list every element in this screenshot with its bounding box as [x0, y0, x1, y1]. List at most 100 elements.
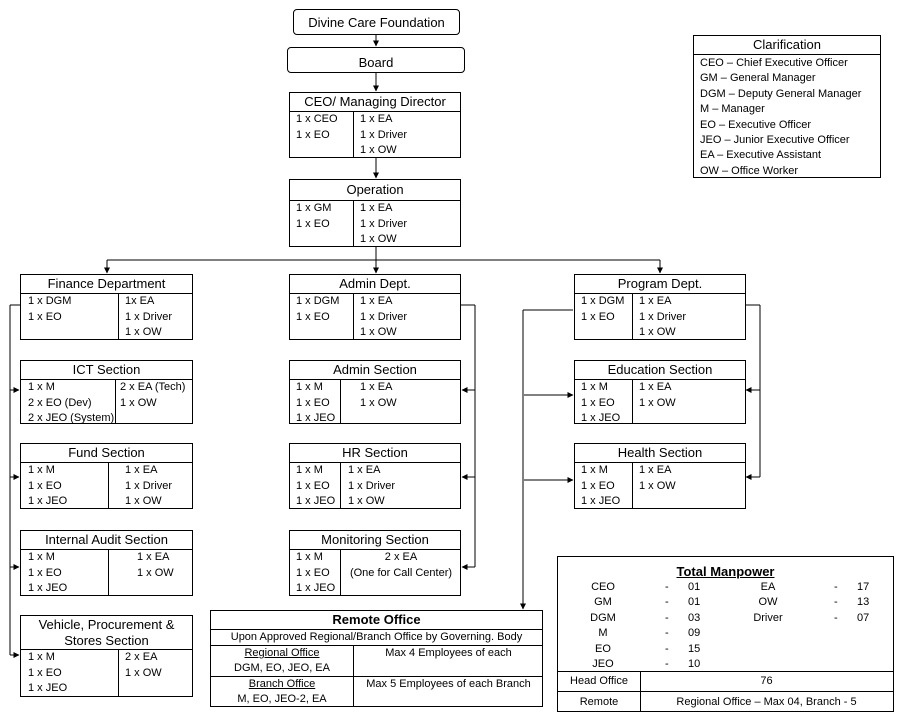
- staff-item: 1 x JEO: [28, 582, 68, 594]
- remote-label: Remote: [579, 696, 619, 708]
- total-value: 15: [688, 642, 701, 655]
- total-value: 03: [688, 611, 701, 624]
- clarification-item: CEO – Chief Executive Officer: [700, 57, 848, 69]
- branch-office-desc: Max 5 Employees of each Branch: [366, 678, 531, 690]
- staff-item: 1 x EA: [348, 464, 381, 476]
- staff-item: 2 x EA: [384, 551, 418, 563]
- staff-item: 1x EA: [125, 295, 155, 307]
- staff-item: 1 x EA: [639, 381, 672, 393]
- hr-title: HR Section: [290, 444, 460, 463]
- staff-item: 1 x EO: [296, 128, 330, 141]
- total-value: 17: [857, 581, 870, 593]
- program-title: Program Dept.: [575, 275, 745, 294]
- staff-item: 1 x OW: [639, 479, 676, 492]
- total-dash: -: [834, 611, 838, 624]
- branch-office-roles: M, EO, JEO-2, EA: [237, 693, 327, 705]
- total-value: 13: [857, 596, 870, 609]
- staff-item: 1 x EO: [296, 479, 330, 492]
- fund-title: Fund Section: [21, 444, 192, 463]
- total-value: 10: [688, 658, 701, 671]
- total-value: 01: [688, 581, 701, 593]
- total-key: CEO: [591, 581, 615, 593]
- regional-office-desc: Max 4 Employees of each: [385, 647, 512, 659]
- remote-title: Remote Office: [211, 611, 542, 630]
- staff-item: 1 x EA: [125, 464, 158, 476]
- total-dash: -: [665, 611, 669, 624]
- staff-item: 1 x EO: [28, 566, 62, 579]
- staff-item: 1 x OW: [348, 495, 385, 507]
- staff-item: 1 x EA: [360, 202, 393, 214]
- staff-item: 1 x JEO: [28, 682, 68, 694]
- monitoring-title: Monitoring Section: [290, 531, 460, 550]
- staff-item: 1 x M: [296, 551, 323, 563]
- org-title: Divine Care Foundation: [308, 15, 445, 30]
- board-label: Board: [358, 55, 394, 70]
- ceo-title: CEO/ Managing Director: [290, 93, 460, 112]
- admin-section-title: Admin Section: [290, 361, 460, 380]
- staff-item: 1 x CEO: [296, 113, 338, 125]
- remote-value: Regional Office – Max 04, Branch - 5: [676, 696, 857, 708]
- ceo-box: CEO/ Managing Director 1 x CEO 1 x EO 1 x…: [289, 92, 461, 158]
- staff-item: 2 x EA (Tech): [120, 381, 186, 393]
- staff-item: 1 x EA: [360, 381, 393, 393]
- staff-item: 1 x Driver: [348, 479, 396, 492]
- staff-item: 1 x DGM: [581, 295, 625, 307]
- staff-item: 1 x Driver: [639, 310, 687, 323]
- total-dash: -: [834, 596, 838, 609]
- staff-item: 1 x EA: [360, 295, 393, 307]
- total-key: EO: [595, 642, 611, 655]
- total-key: JEO: [592, 658, 614, 671]
- staff-item: 1 x EO: [296, 310, 330, 323]
- staff-item: 1 x JEO: [296, 495, 336, 507]
- staff-item: 2 x JEO (System): [28, 412, 115, 424]
- org-title-box: Divine Care Foundation: [293, 9, 460, 35]
- total-manpower-title: Total Manpower: [676, 564, 775, 579]
- staff-item: 2 x EA: [125, 651, 158, 663]
- staff-item: 1 x EO: [581, 479, 615, 492]
- staff-item: 1 x Driver: [125, 479, 173, 492]
- staff-item: 1 x M: [28, 464, 55, 476]
- total-value: 01: [688, 596, 701, 609]
- total-key: Driver: [753, 611, 783, 624]
- staff-item: 1 x M: [296, 464, 323, 476]
- staff-item: 1 x M: [581, 381, 608, 393]
- staff-item: 1 x M: [28, 381, 55, 393]
- clarification-item: GM – General Manager: [700, 72, 816, 85]
- vehicle-title: Vehicle, Procurement & Stores Section: [21, 616, 192, 650]
- clarification-title: Clarification: [694, 36, 880, 55]
- staff-item: 1 x JEO: [581, 495, 621, 507]
- staff-item: 1 x JEO: [296, 582, 336, 594]
- staff-item: 1 x Driver: [360, 310, 408, 323]
- staff-item: 1 x Driver: [360, 128, 408, 141]
- clarification-item: EA – Executive Assistant: [700, 149, 822, 162]
- hr-section-box: HR Section 1 x M 1 x EO 1 x JEO 1 x EA 1 x …: [289, 443, 461, 509]
- head-office-value: 76: [760, 675, 773, 687]
- staff-item: 1 x OW: [360, 233, 397, 245]
- staff-item: 1 x Driver: [360, 217, 408, 230]
- clarification-item: M – Manager: [700, 103, 765, 116]
- staff-item: 1 x EO: [28, 310, 62, 323]
- health-title: Health Section: [575, 444, 745, 463]
- vehicle-title-line1: Vehicle, Procurement &: [38, 617, 175, 632]
- staff-item: 1 x OW: [125, 495, 162, 507]
- remote-subtitle: Upon Approved Regional/Branch Office by …: [211, 630, 542, 646]
- staff-item: 1 x EA: [639, 464, 672, 476]
- total-manpower-box: Total Manpower CEO GM DGM M EO JEO - - -…: [557, 556, 894, 712]
- regional-office-label: Regional Office: [244, 647, 320, 659]
- audit-title: Internal Audit Section: [21, 531, 192, 550]
- total-value: 07: [857, 611, 870, 624]
- operation-title: Operation: [290, 180, 460, 201]
- staff-item: 1 x OW: [137, 566, 174, 579]
- branch-office-label: Branch Office: [248, 678, 316, 690]
- vehicle-section-box: Vehicle, Procurement & Stores Section 1 …: [20, 615, 193, 697]
